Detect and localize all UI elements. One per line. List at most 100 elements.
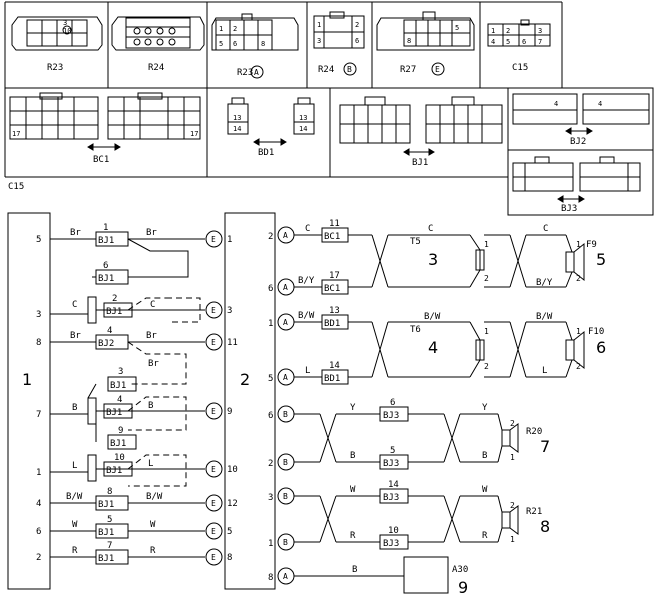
right-wires <box>294 227 585 594</box>
pin-label: 7 <box>538 38 542 46</box>
conn-pin-label: 2 <box>112 294 117 304</box>
tag-label: A <box>283 373 288 382</box>
wire-label: Br <box>148 359 159 369</box>
unit-labels: T5 C C B/Y 3 1 2 F9 5 1 2 T6 B/W B/W L 4… <box>410 224 606 597</box>
conn-pin-label: 6 <box>390 398 395 408</box>
label-bc1: BC1 <box>93 155 109 165</box>
conn-label: BJ1 <box>110 381 126 391</box>
t5-label: T5 <box>410 237 421 247</box>
conn-pin-label: 6 <box>103 261 108 271</box>
conn-pin-label: 10 <box>388 526 399 536</box>
f10-pin2: 2 <box>576 362 581 371</box>
conn-label: BJ1 <box>106 466 122 476</box>
pin-label: 2 <box>355 21 359 29</box>
f9-label: F9 <box>586 240 597 250</box>
r21-pin2: 1 <box>510 535 515 544</box>
pin-label: 14 <box>233 125 241 133</box>
conn-label: BJ3 <box>383 539 399 549</box>
wire-label: W <box>150 520 156 530</box>
e-pin-label: 5 <box>227 527 232 537</box>
wire-label: R <box>350 531 356 541</box>
wire-label: C <box>305 224 310 234</box>
pin-label: 8 <box>268 573 273 583</box>
component-2-label: 2 <box>240 370 250 389</box>
t6-wire-bot2: L <box>542 366 547 376</box>
e-pin-label: 8 <box>227 553 232 563</box>
connector-r23 <box>11 16 103 51</box>
connector-c15 <box>487 19 551 47</box>
label-bj2: BJ2 <box>570 137 586 147</box>
connector-bd1 <box>227 97 315 146</box>
pin-label: 14 <box>299 125 307 133</box>
e-tag: E <box>211 553 216 562</box>
pin-label: 1 <box>491 27 495 35</box>
a30-num: 9 <box>458 578 468 597</box>
pin-label: 2 <box>36 553 41 563</box>
label-bj3: BJ3 <box>561 204 577 214</box>
wire-label: L <box>148 459 153 469</box>
left-connector-boxes <box>95 231 137 565</box>
conn-label: BJ1 <box>98 500 114 510</box>
connector-r24-b <box>313 11 365 76</box>
pin-label: 3 <box>268 493 273 503</box>
wire-label: B <box>148 401 153 411</box>
f9-pin2: 2 <box>576 274 581 283</box>
f10-pin1: 1 <box>576 327 581 336</box>
conn-pin-label: 4 <box>107 326 112 336</box>
t6-wire-top: B/W <box>424 312 441 322</box>
e-terminals <box>205 230 223 566</box>
r20-wire-top: Y <box>482 403 488 413</box>
ab-terminals <box>277 226 295 585</box>
label-r24b: R24 <box>318 65 334 75</box>
pin-label: 3 <box>317 37 321 45</box>
conn-pin-label: 10 <box>114 453 125 463</box>
pin-label: 5 <box>219 40 223 48</box>
connector-bj2 <box>512 93 650 135</box>
conn-label: BJ3 <box>383 411 399 421</box>
pin-label: 10 <box>63 27 71 35</box>
connector-bj3 <box>512 156 641 203</box>
r21-label: R21 <box>526 507 542 517</box>
tag-label: B <box>283 458 288 467</box>
right-labels: 2 A C 11 BC1 6 A B/Y 17 BC1 1 A B/W 13 B… <box>268 219 399 583</box>
pin-label: 8 <box>407 37 411 45</box>
wire-label: B <box>352 565 357 575</box>
e-pin-label: 1 <box>227 235 232 245</box>
conn-label: BC1 <box>324 284 340 294</box>
label-c15: C15 <box>512 63 528 73</box>
r21-wire-top: W <box>482 485 488 495</box>
label-r24: R24 <box>148 63 164 73</box>
conn-pin-label: 1 <box>103 223 108 233</box>
conn-pin-label: 14 <box>329 361 340 371</box>
connector-r24 <box>111 16 205 51</box>
wire-label: R <box>150 546 156 556</box>
component-box-2 <box>224 212 276 590</box>
pin-label: 3 <box>63 19 67 27</box>
pin-label: 2 <box>506 27 510 35</box>
conn-pin-label: 7 <box>107 541 112 551</box>
wire-label: B <box>350 451 355 461</box>
pin-label: 6 <box>355 37 359 45</box>
tag-label: B <box>283 492 288 501</box>
conn-label: BC1 <box>324 232 340 242</box>
pin-label: 2 <box>233 25 237 33</box>
r20-pin1: 2 <box>510 419 515 428</box>
e-tag: E <box>211 235 216 244</box>
f10-label: F10 <box>588 327 604 337</box>
label-bd1: BD1 <box>258 148 274 158</box>
section-label: C15 <box>8 182 24 192</box>
pin-label: 3 <box>538 27 542 35</box>
conn-label: BJ1 <box>110 439 126 449</box>
conn-pin-label: 5 <box>107 515 112 525</box>
wire-label: Br <box>146 331 157 341</box>
wire-label: B/W <box>66 492 83 502</box>
conn-pin-label: 14 <box>388 480 399 490</box>
conn-label: BJ1 <box>98 528 114 538</box>
conn-label: BJ1 <box>106 307 122 317</box>
conn-pin-label: 11 <box>329 219 340 229</box>
pin-label: 6 <box>268 284 273 294</box>
pin-label: 2 <box>268 232 273 242</box>
tag-label: A <box>283 318 288 327</box>
pin-label: 7 <box>36 410 41 420</box>
